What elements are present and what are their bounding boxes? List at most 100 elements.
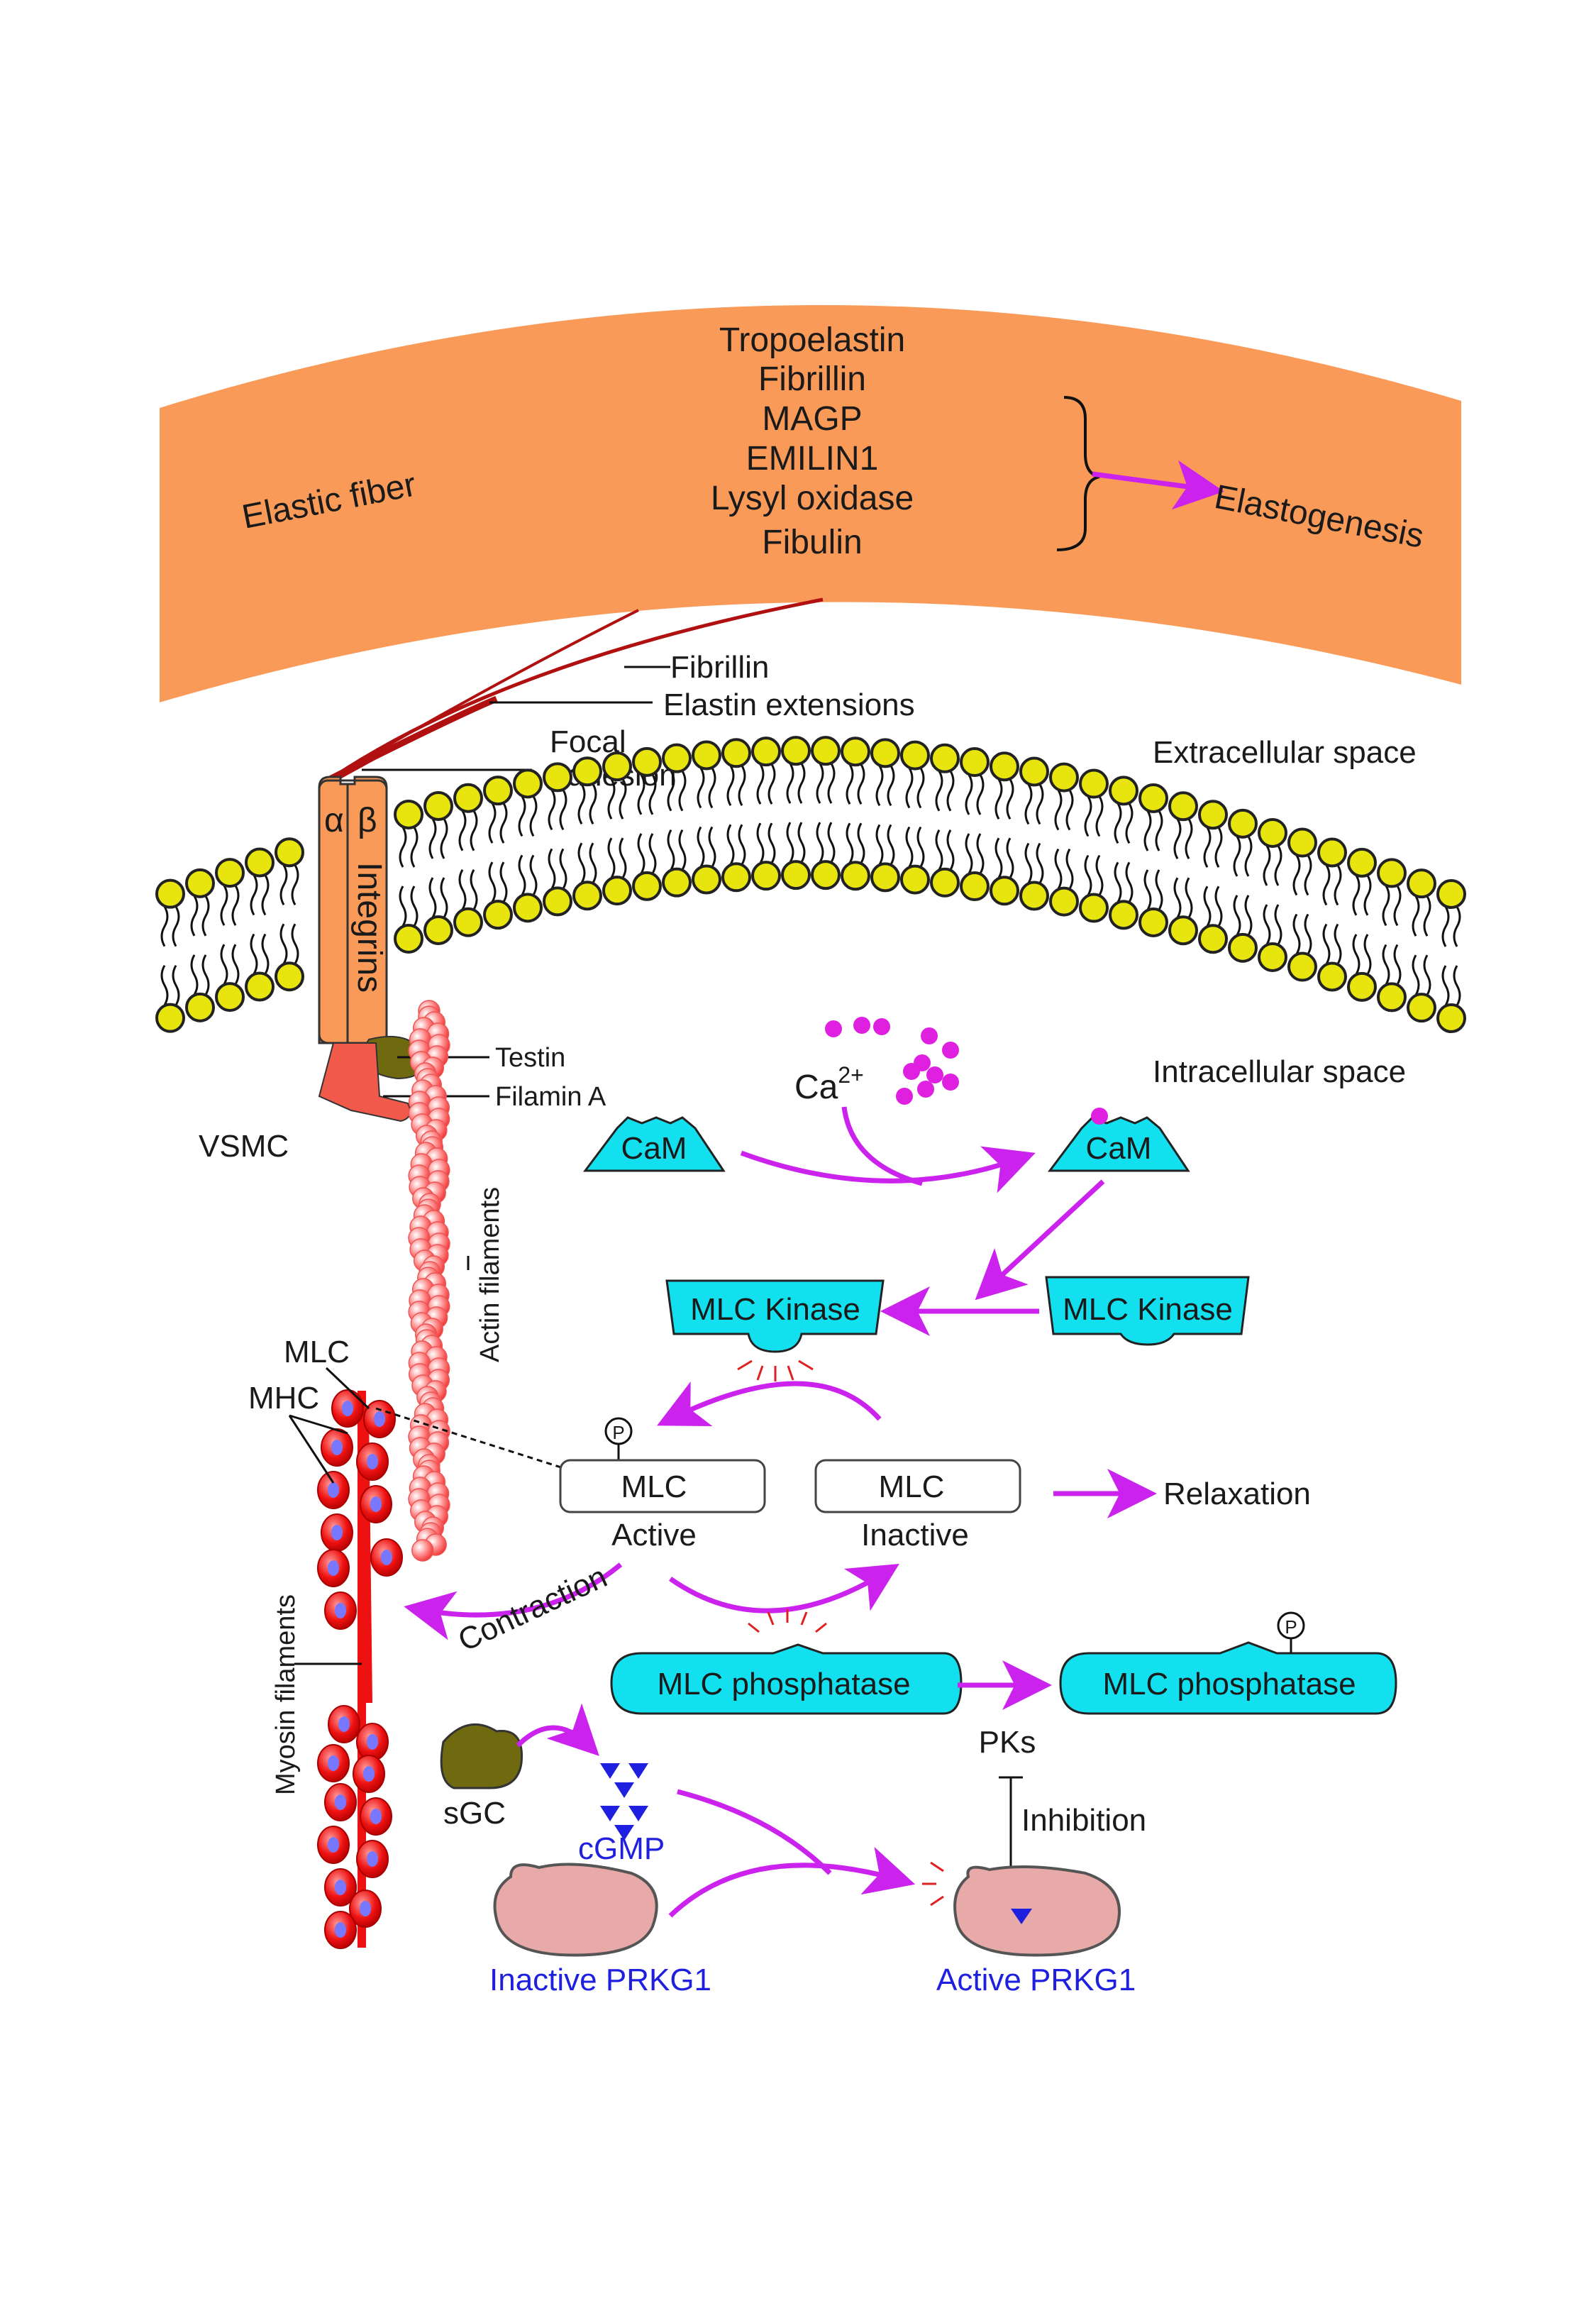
lipid-tail [935,771,955,812]
active-prkg1-shape[interactable] [953,1865,1121,1957]
lipid-tail [667,829,687,871]
lipid-head [960,871,990,902]
mlc-kinase-active-label: MLC Kinase [690,1292,860,1327]
lipid-head [781,736,811,766]
inactive-prkg1-shape[interactable] [493,1863,658,1957]
cgmp-binding-arrow [677,1789,832,1875]
cam-free-shape[interactable] [583,1116,726,1172]
cam-binding-arrow [740,1146,1036,1193]
lipid-tail [697,826,716,868]
myosin-light-chain [338,1716,350,1732]
lipid-tail [190,895,210,937]
calcium-ion [926,1066,943,1083]
lipid-head [841,737,870,767]
lipid-tail [577,842,597,884]
kinase-phosphorylation-arrow [657,1381,882,1426]
mlc-kinase-active[interactable] [665,1279,885,1353]
lipid-tail [1114,861,1134,903]
lipid-tail [160,964,180,1006]
lipid-head [1377,982,1407,1013]
mlc-filament-label: MLC [284,1335,350,1369]
lipid-tail [488,861,508,903]
sgc-shape[interactable] [440,1723,523,1789]
lipid-head [572,756,602,787]
contraction-arrow [404,1562,623,1640]
integrin-complex: α β Integrins [318,776,388,1044]
lipid-tail [1143,810,1163,851]
lipid-tail [1203,886,1223,927]
lipid-head [1168,915,1198,946]
lipid-head [1138,783,1168,813]
filamin-a-label: Filamin A [495,1082,606,1112]
fiber-components-list: Tropoelastin Fibrillin MAGP EMILIN1 Lysy… [711,321,914,561]
mlc-inactive-box[interactable] [814,1459,1021,1513]
integrins-label: Integrins [350,862,388,993]
lipid-tail [875,765,895,807]
mlc-phosphatase-active[interactable] [610,1643,963,1715]
lipid-head [453,907,483,937]
lipid-head [870,738,900,768]
myosin-light-chain [328,1837,339,1853]
actin-filament [408,1000,450,1562]
lipid-tail [548,789,567,831]
lipid-head [692,740,721,771]
lipid-tail [250,933,270,975]
mlc-active-box[interactable] [559,1459,766,1513]
myosin-filament [317,1389,403,1949]
integrin-beta-label: β [358,802,377,839]
lipid-head [1317,961,1347,992]
lipid-tail [488,802,508,844]
lipid-tail [458,810,478,851]
elastogenesis-arrow [1092,460,1224,510]
myosin-light-chain [331,1440,343,1455]
lipid-tail [399,827,419,868]
cgmp-molecule [600,1806,620,1821]
lipid-tail [577,783,597,825]
lipid-head [1198,924,1228,954]
lipid-tail [1203,827,1223,868]
lipid-tail [1352,934,1372,975]
relaxation-label: Relaxation [1163,1477,1311,1511]
lipid-head [155,1003,185,1033]
lipid-tail [1054,848,1074,890]
lipid-head [1347,847,1377,878]
lipid-tail [667,770,687,812]
lipid-head [453,783,483,813]
lipid-head [1049,762,1079,793]
cam-bound-ca-dot [1091,1108,1108,1125]
myosin-light-chain [381,1550,392,1565]
mlc-phosphatase-inactive-label: MLC phosphatase [1102,1667,1356,1701]
lipid-tail [905,826,925,868]
mlc-kinase-inactive[interactable] [1045,1276,1250,1346]
lipid-head [990,876,1019,906]
lipid-head [1287,827,1317,858]
active-prkg1-cgmp [1011,1909,1032,1924]
lipid-head [543,762,572,793]
myosin-light-chain [328,1560,339,1576]
lipid-head [1436,879,1466,910]
lipid-head [811,860,841,890]
actin-bead [411,1539,434,1562]
lipid-head [900,740,930,771]
lipid-tail [1412,954,1431,995]
inactive-prkg1-label: Inactive PRKG1 [489,1963,711,1997]
lipid-head [1258,817,1287,848]
lipid-head [1407,868,1436,899]
mlc-phospho-circle [604,1417,633,1445]
lipid-head [423,790,453,821]
calcium-ions [825,1017,959,1105]
cgmp-molecules [600,1763,648,1841]
lipid-tail [1024,842,1044,884]
mhc-label: MHC [248,1381,319,1416]
calcium-ion [942,1042,959,1059]
cgmp-molecule [600,1763,620,1779]
lipid-tail [1322,923,1342,965]
lipid-head [394,799,423,829]
myosin-light-chain [367,1454,378,1469]
cgmp-molecule [628,1806,648,1821]
calcium-ion [873,1018,890,1035]
myosin-light-chain [335,1794,346,1810]
lipid-tail [1412,895,1431,937]
phosphatase-phospho-label: P [1285,1616,1297,1638]
mlc-phosphatase-inactive[interactable] [1059,1641,1397,1715]
